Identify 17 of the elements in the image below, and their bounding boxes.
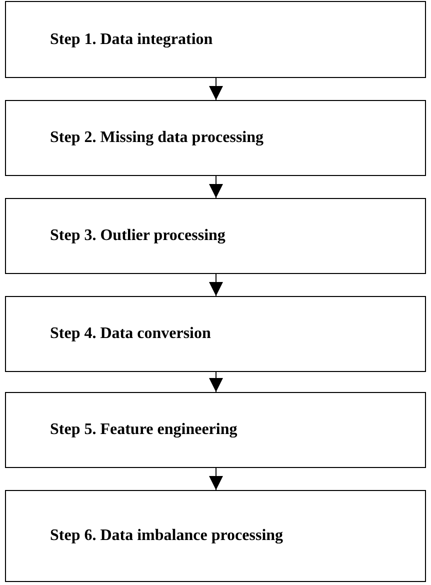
- process-box: [5, 1, 426, 78]
- process-box: [5, 490, 426, 582]
- arrow: [209, 78, 223, 100]
- arrow: [209, 176, 223, 198]
- step-label: Step 4. Data conversion: [50, 325, 211, 343]
- step-label: Step 2. Missing data processing: [50, 129, 264, 147]
- process-box: [5, 198, 426, 274]
- step-label: Step 5. Feature engineering: [50, 421, 238, 439]
- process-box: [5, 296, 426, 372]
- arrow: [209, 274, 223, 296]
- arrow: [209, 468, 223, 490]
- process-box: [5, 100, 426, 176]
- process-box: [5, 392, 426, 468]
- arrow: [209, 372, 223, 392]
- step-label: Step 6. Data imbalance processing: [50, 527, 284, 545]
- step-label: Step 1. Data integration: [50, 30, 213, 48]
- step-label: Step 3. Outlier processing: [50, 227, 226, 245]
